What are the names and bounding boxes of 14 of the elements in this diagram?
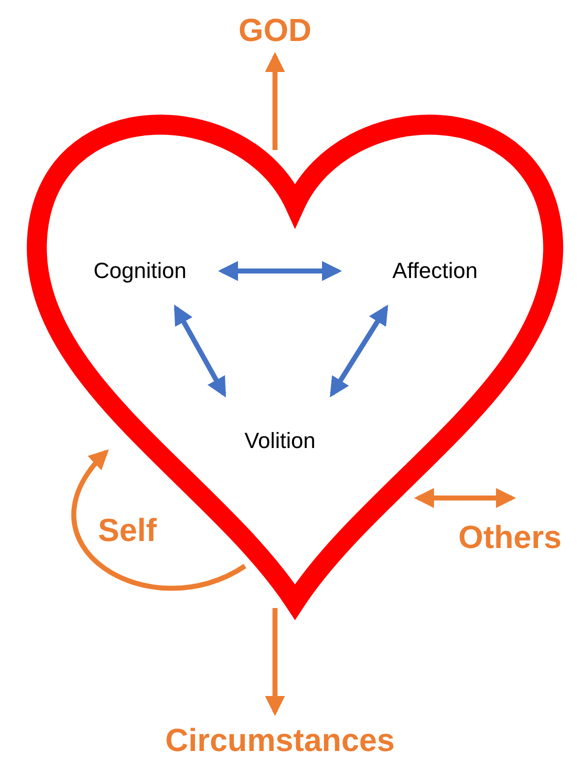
direction-label: Circumstances: [140, 718, 420, 762]
arrow: [218, 261, 342, 281]
arrow: [265, 52, 285, 150]
arrow: [265, 608, 285, 716]
arrow: [414, 488, 516, 508]
arrow: [71, 448, 246, 591]
direction-label: GOD: [215, 8, 335, 52]
concept-label: Volition: [210, 425, 350, 457]
arrow: [330, 304, 388, 398]
arrow: [174, 304, 226, 398]
edge-label: Self: [98, 512, 157, 549]
direction-label: Others: [440, 515, 580, 559]
concept-label: Cognition: [60, 255, 220, 287]
concept-label: Affection: [360, 255, 510, 287]
